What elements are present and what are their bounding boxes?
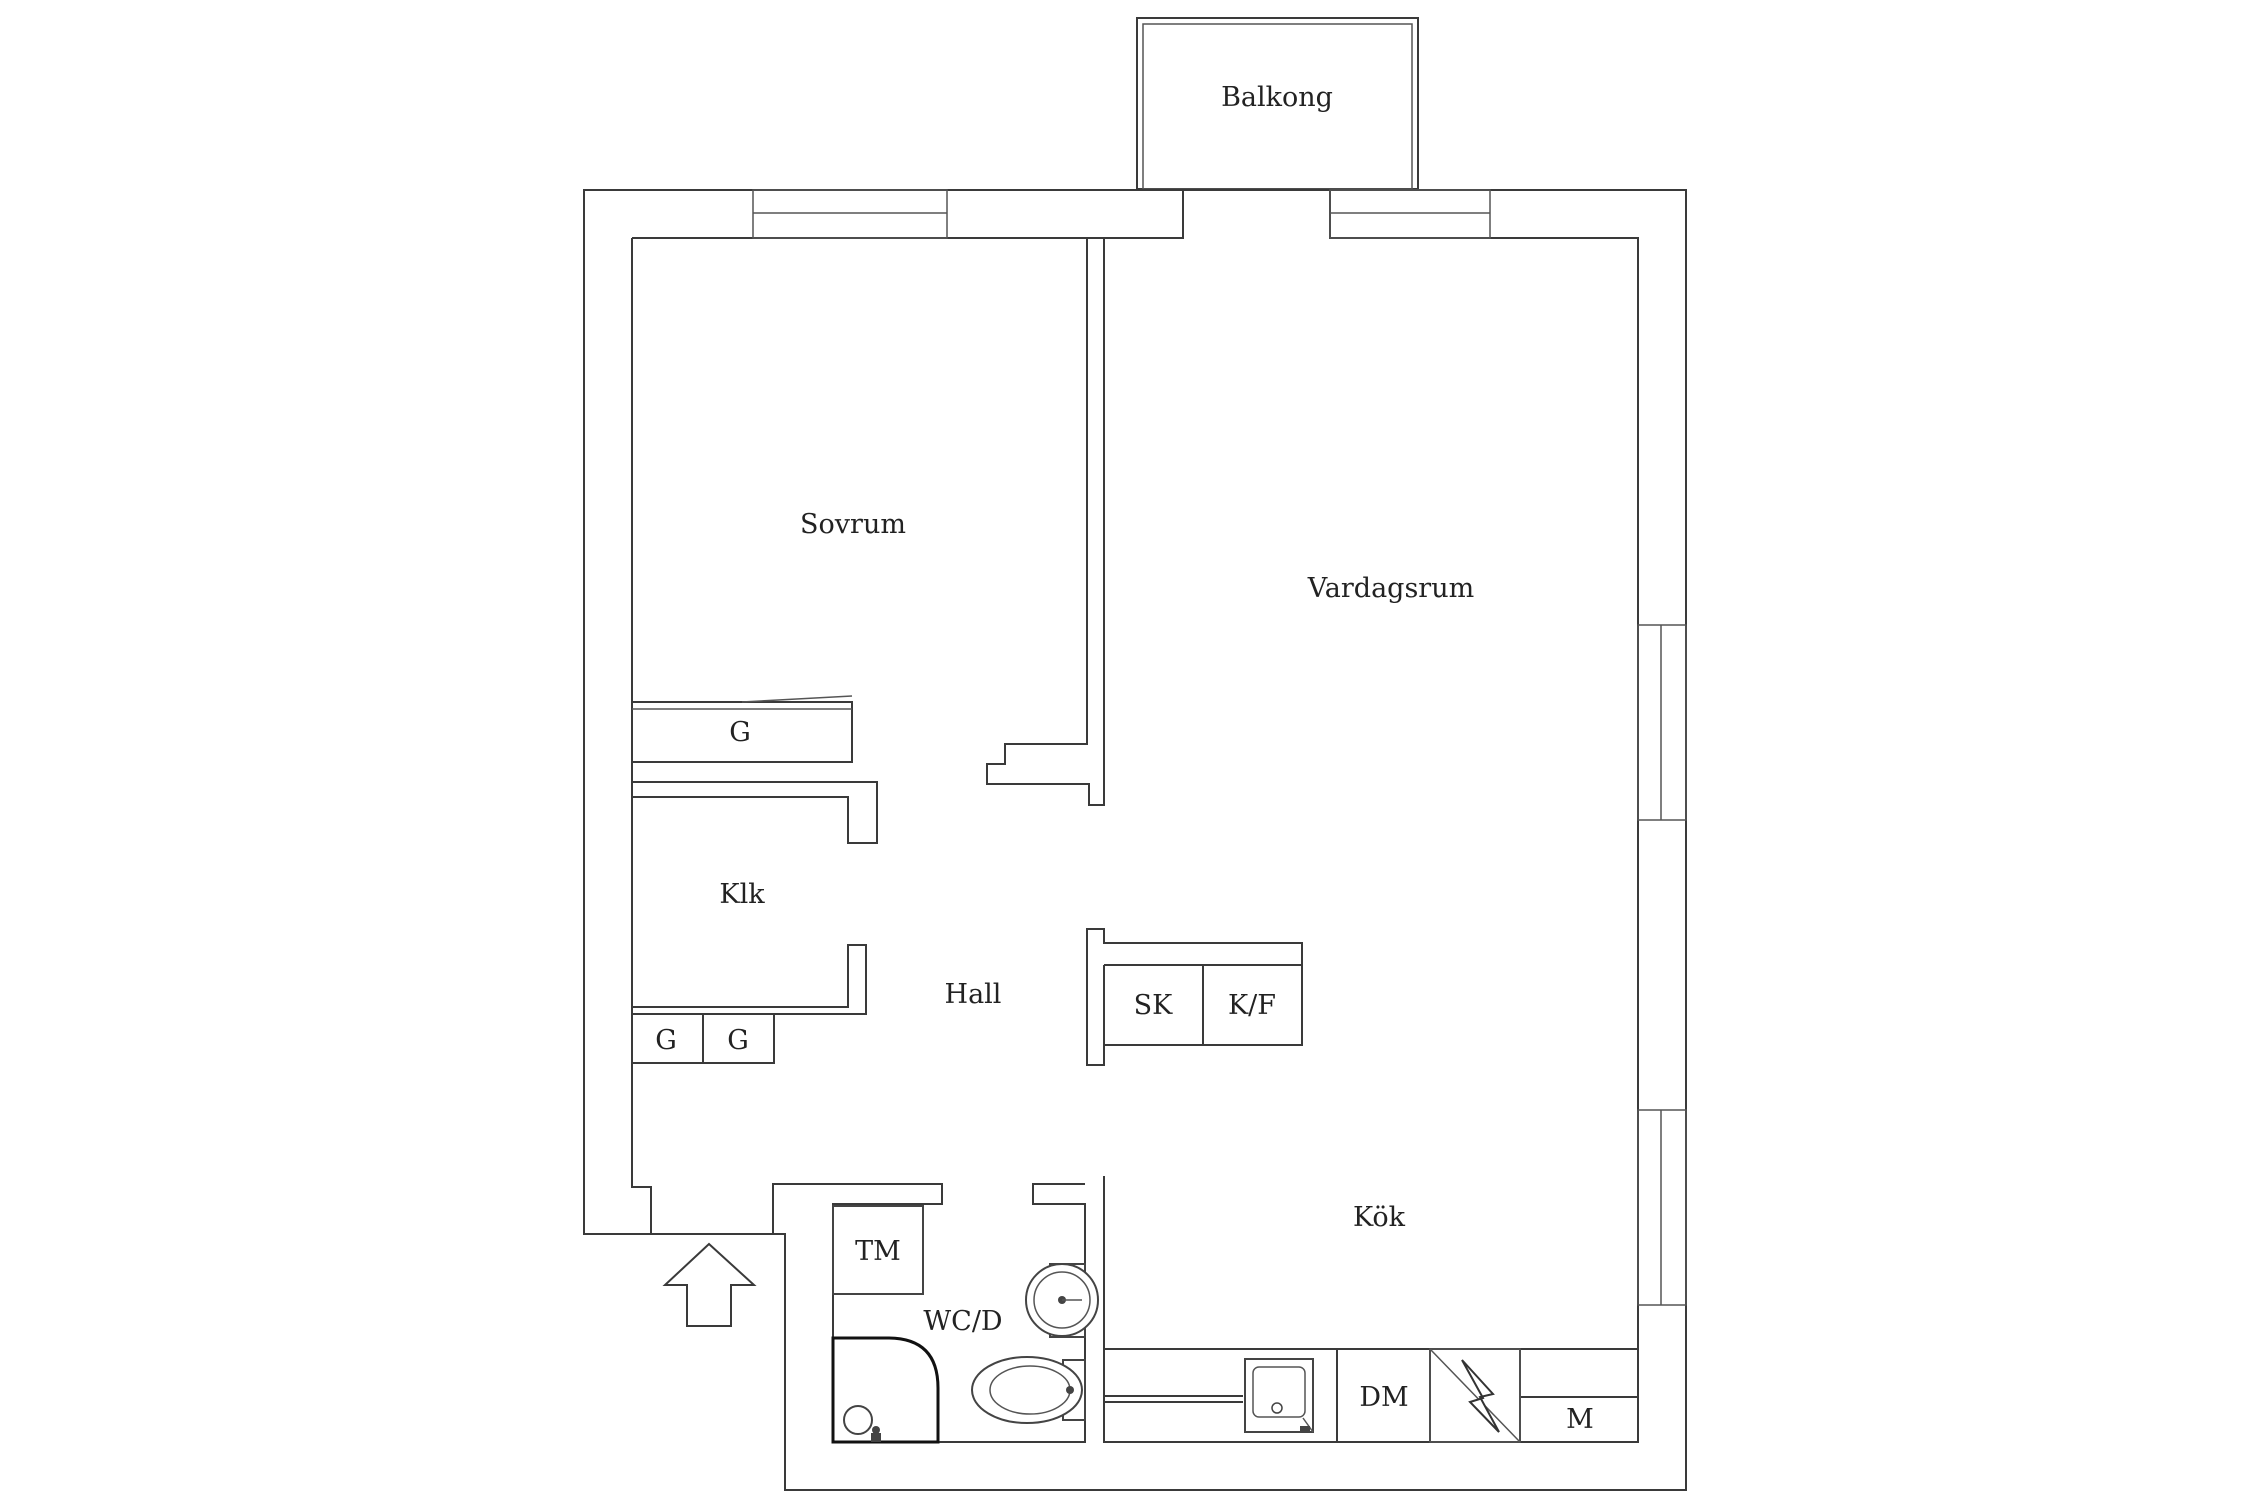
shower-drain [843,1405,873,1435]
washer-tm [832,1205,924,1295]
shower [831,1336,940,1444]
room-label-klk: Klk [719,879,765,910]
fixture-label-garderob-hall-2: G [727,1025,749,1056]
sink-icon [1025,1263,1099,1338]
room-label-balkong: Balkong [1221,82,1333,113]
outer-walls [583,189,1687,1491]
toilet-icon [971,1356,1086,1424]
fixture-label-tm: TM [855,1236,901,1267]
interior-walls [631,238,1303,1066]
fixture-label-kf: K/F [1228,990,1276,1021]
windows [752,189,1687,1306]
fixture-label-garderob-sovrum: G [729,717,751,748]
room-label-vardagsrum: Vardagsrum [1307,573,1474,604]
fixture-label-m: M [1566,1404,1594,1435]
fixture-label-garderob-hall-1: G [655,1025,677,1056]
room-label-sovrum: Sovrum [800,509,906,540]
bathroom-fixtures [831,1205,1099,1444]
kitchen-sink-icon [1244,1358,1314,1433]
fixture-label-dm: DM [1359,1382,1408,1413]
entrance-arrow-icon [662,1242,757,1327]
fixture-label-sk: SK [1134,990,1173,1021]
kitchen-counter [1103,1348,1639,1443]
room-label-hall: Hall [945,979,1002,1010]
stove-icon [1429,1348,1521,1443]
room-label-wc: WC/D [923,1306,1002,1337]
room-label-kok: Kök [1353,1202,1406,1233]
